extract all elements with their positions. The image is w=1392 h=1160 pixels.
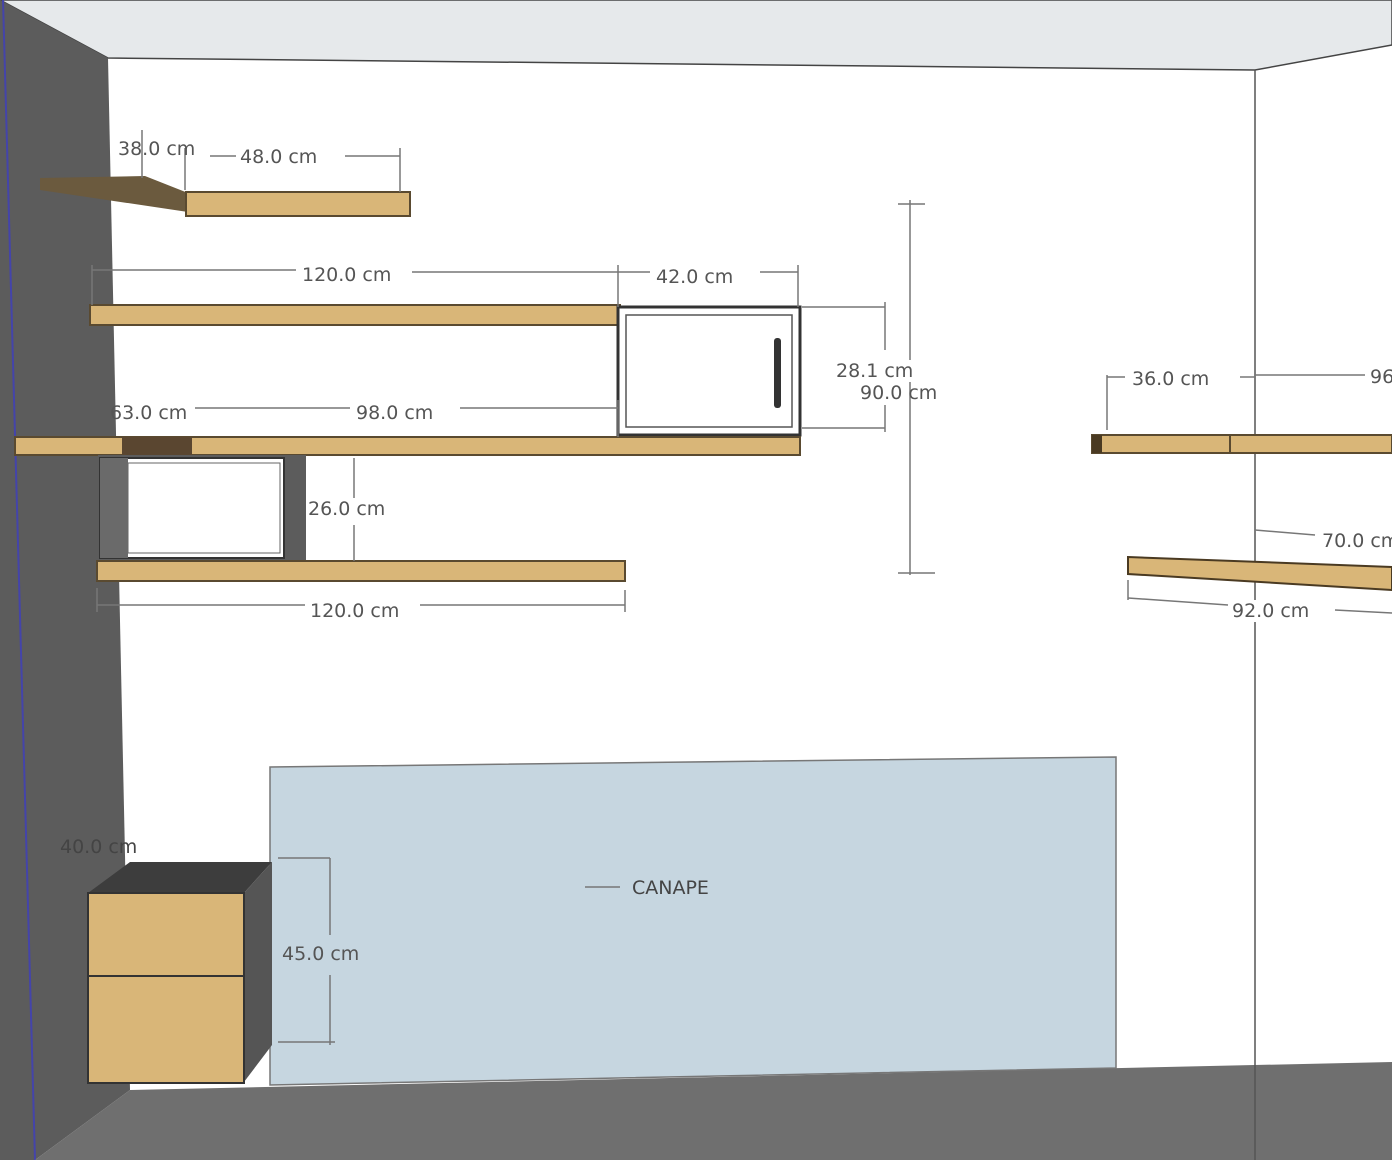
dim-top-shelf-depth: 38.0 cm xyxy=(118,138,196,160)
dim-cabinet-height: 28.1 cm xyxy=(834,360,916,382)
cabinet-handle xyxy=(774,338,781,408)
open-cube xyxy=(98,455,306,563)
ceiling xyxy=(0,0,1392,71)
top-shelf xyxy=(40,176,411,217)
right-shelf-upper xyxy=(1091,434,1392,454)
dim-drawer-depth: 40.0 cm xyxy=(60,836,138,858)
sofa xyxy=(269,756,1117,1086)
dim-drawer-height: 45.0 cm xyxy=(280,943,362,965)
middle-shelf xyxy=(14,436,801,456)
sofa-label: CANAPE xyxy=(632,877,709,899)
dim-lower-gap: 26.0 cm xyxy=(306,498,388,520)
dim-right-lower-width: 92.0 cm xyxy=(1230,600,1312,622)
right-shelf-lower xyxy=(1127,555,1392,592)
left-wall xyxy=(0,0,130,1160)
dim-top-shelf-width: 48.0 cm xyxy=(238,146,320,168)
dim-lower-shelf-width: 120.0 cm xyxy=(308,600,402,622)
dim-overall-height: 90.0 cm xyxy=(860,382,938,404)
upper-shelf xyxy=(89,304,621,326)
dim-right-shelf-depth: 36.0 cm xyxy=(1130,368,1212,390)
dimension-lines xyxy=(91,130,1392,1045)
dim-right-lower-offset: 70.0 cm xyxy=(1320,530,1392,552)
lower-shelf xyxy=(96,560,626,582)
dim-middle-shelf-width: 98.0 cm xyxy=(354,402,436,424)
dim-upper-shelf-width: 120.0 cm xyxy=(300,264,394,286)
dim-cabinet-width: 42.0 cm xyxy=(654,266,736,288)
floor xyxy=(35,1062,1392,1160)
dim-middle-shelf-left: 63.0 cm xyxy=(110,402,188,424)
dim-right-shelf-width: 96 xyxy=(1368,366,1392,388)
drawer-unit xyxy=(87,862,272,1084)
